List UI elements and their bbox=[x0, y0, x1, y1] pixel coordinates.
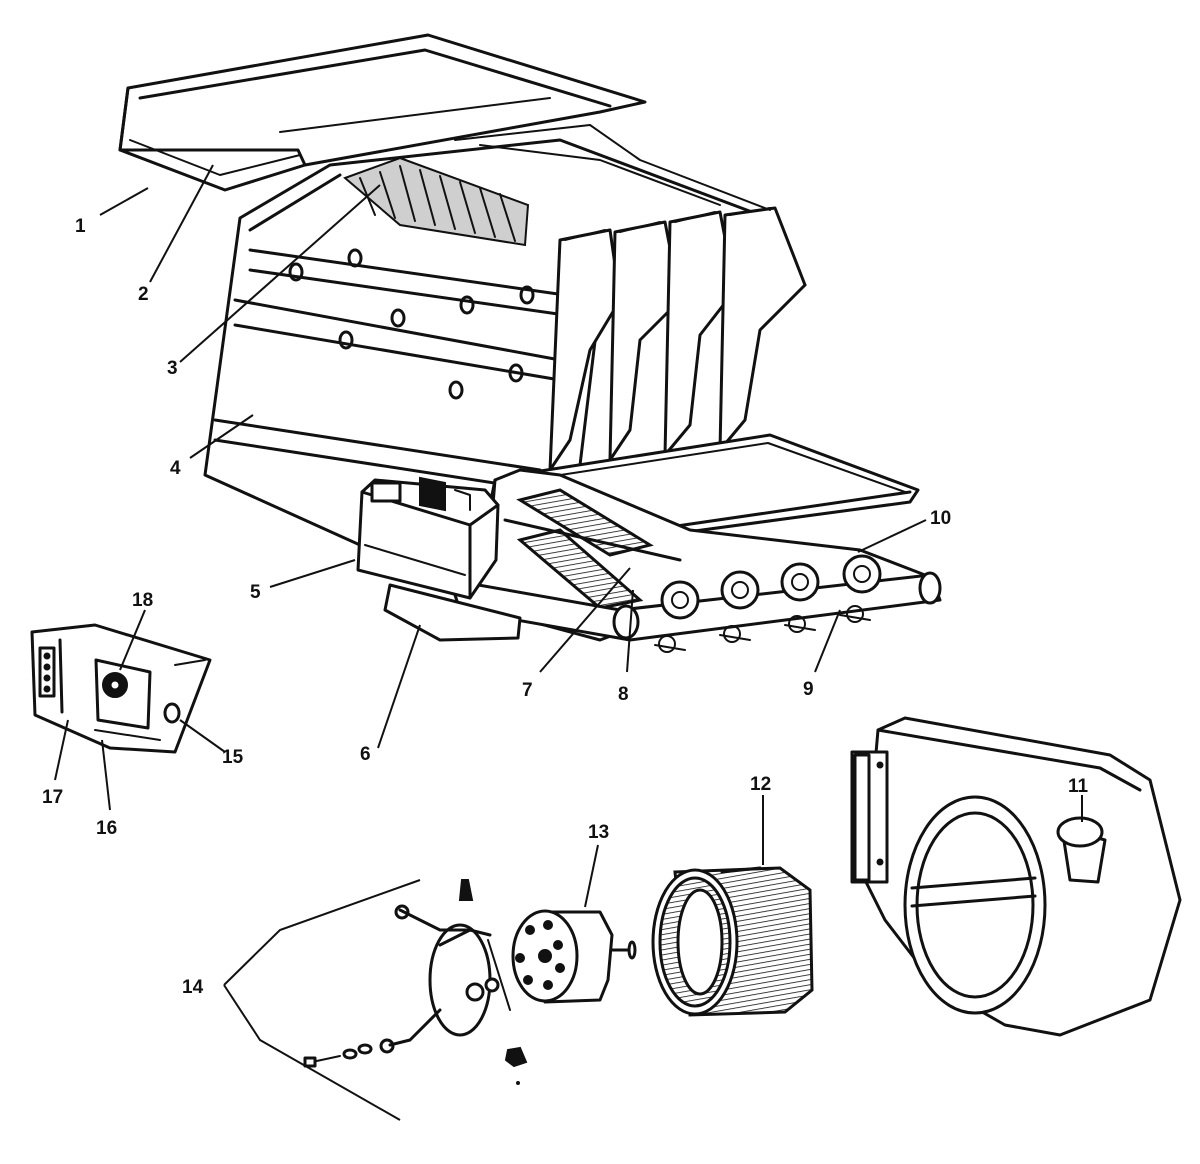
leader-7 bbox=[539, 567, 631, 673]
leader-16 bbox=[101, 739, 111, 811]
leader-2 bbox=[149, 164, 214, 283]
callout-15: 15 bbox=[222, 747, 244, 768]
callout-18: 18 bbox=[132, 590, 153, 611]
callout-13: 13 bbox=[588, 822, 609, 843]
draft-hood bbox=[118, 33, 647, 192]
callout-14: 14 bbox=[182, 977, 204, 998]
callout-labels: 1 2 3 4 5 6 7 8 9 10 11 12 13 14 15 16 1… bbox=[42, 216, 1089, 998]
gas-valve bbox=[356, 476, 500, 600]
blower-housing bbox=[850, 716, 1182, 1037]
callout-12: 12 bbox=[750, 774, 771, 795]
callout-11: 11 bbox=[1068, 776, 1089, 797]
leader-5 bbox=[269, 559, 356, 588]
callout-leaders bbox=[54, 164, 1083, 1121]
heat-exchanger bbox=[203, 124, 807, 547]
motor-mount-kit bbox=[303, 879, 528, 1085]
callout-7: 7 bbox=[522, 680, 533, 701]
callout-10: 10 bbox=[930, 508, 951, 529]
callout-5: 5 bbox=[250, 582, 261, 603]
leader-10 bbox=[857, 519, 927, 553]
limit-control-bracket bbox=[30, 623, 212, 754]
burner-assembly bbox=[356, 433, 942, 653]
clam-shell-sections bbox=[454, 124, 807, 472]
inspection-holes bbox=[288, 248, 535, 400]
leader-9 bbox=[814, 609, 841, 673]
leader-3 bbox=[179, 184, 381, 363]
callout-9: 9 bbox=[803, 679, 814, 700]
callout-4: 4 bbox=[170, 458, 181, 479]
leader-17 bbox=[54, 719, 69, 781]
leader-8 bbox=[626, 589, 634, 673]
leader-15 bbox=[179, 719, 226, 753]
callout-3: 3 bbox=[167, 358, 178, 379]
leader-14 bbox=[223, 879, 421, 1121]
leader-4 bbox=[189, 414, 254, 459]
blower-wheel bbox=[651, 866, 814, 1017]
callout-8: 8 bbox=[618, 684, 629, 705]
burner-orifices bbox=[654, 554, 882, 653]
callout-1: 1 bbox=[75, 216, 86, 237]
leader-1 bbox=[99, 187, 149, 216]
callout-2: 2 bbox=[138, 284, 149, 305]
callout-17: 17 bbox=[42, 787, 63, 808]
leader-6 bbox=[377, 624, 421, 749]
callout-6: 6 bbox=[360, 744, 371, 765]
leader-13 bbox=[584, 844, 599, 908]
leader-18 bbox=[119, 609, 146, 671]
blower-motor bbox=[511, 909, 637, 1004]
callout-16: 16 bbox=[96, 818, 117, 839]
